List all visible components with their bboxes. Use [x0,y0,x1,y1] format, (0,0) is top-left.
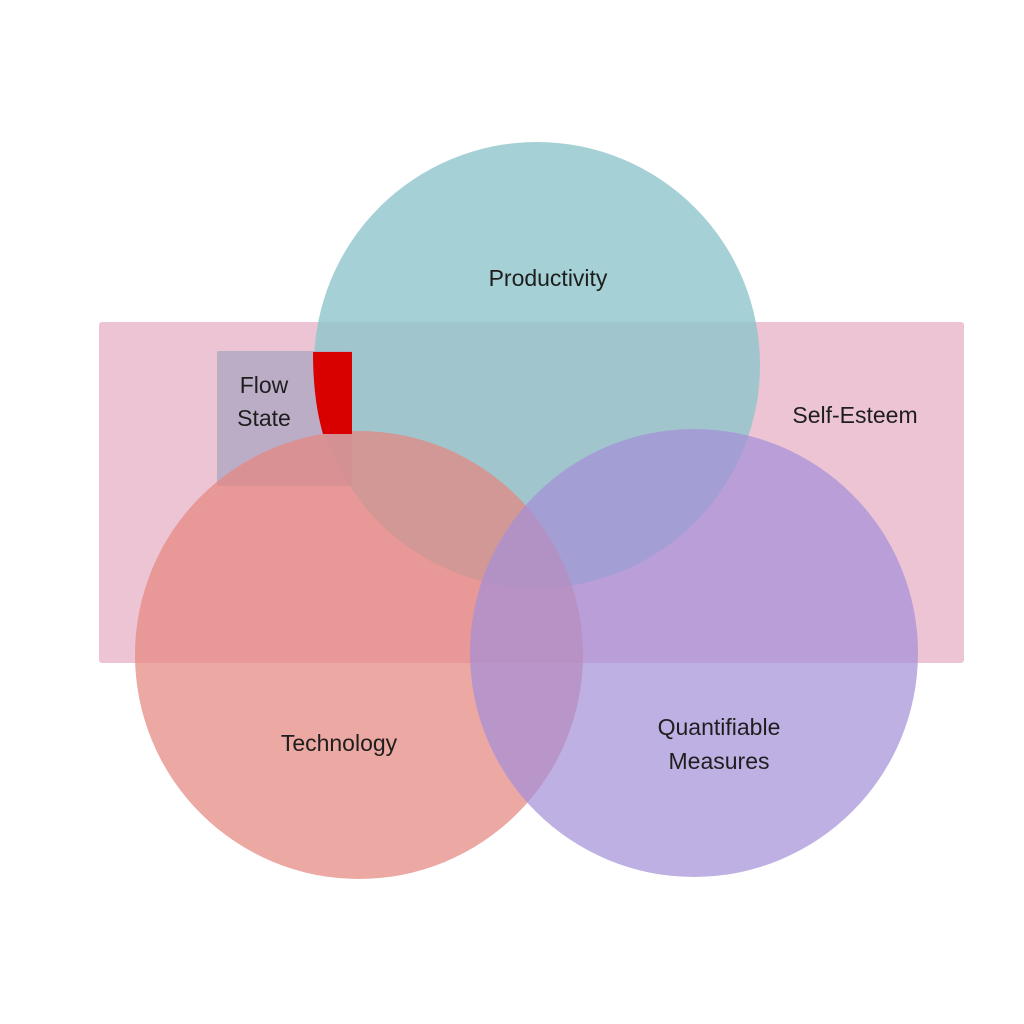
flow-state-label-line2: State [237,405,291,431]
quantifiable-measures-label-line2: Measures [669,748,770,774]
quantifiable-measures-label-line1: Quantifiable [658,714,781,740]
technology-label: Technology [281,730,398,756]
quantifiable-measures-circle [470,429,918,877]
productivity-label: Productivity [489,265,608,291]
self-esteem-label: Self-Esteem [792,402,917,428]
flow-productivity-highlight [313,352,352,434]
flow-state-label-line1: Flow [240,372,289,398]
technology-circle [135,431,583,879]
